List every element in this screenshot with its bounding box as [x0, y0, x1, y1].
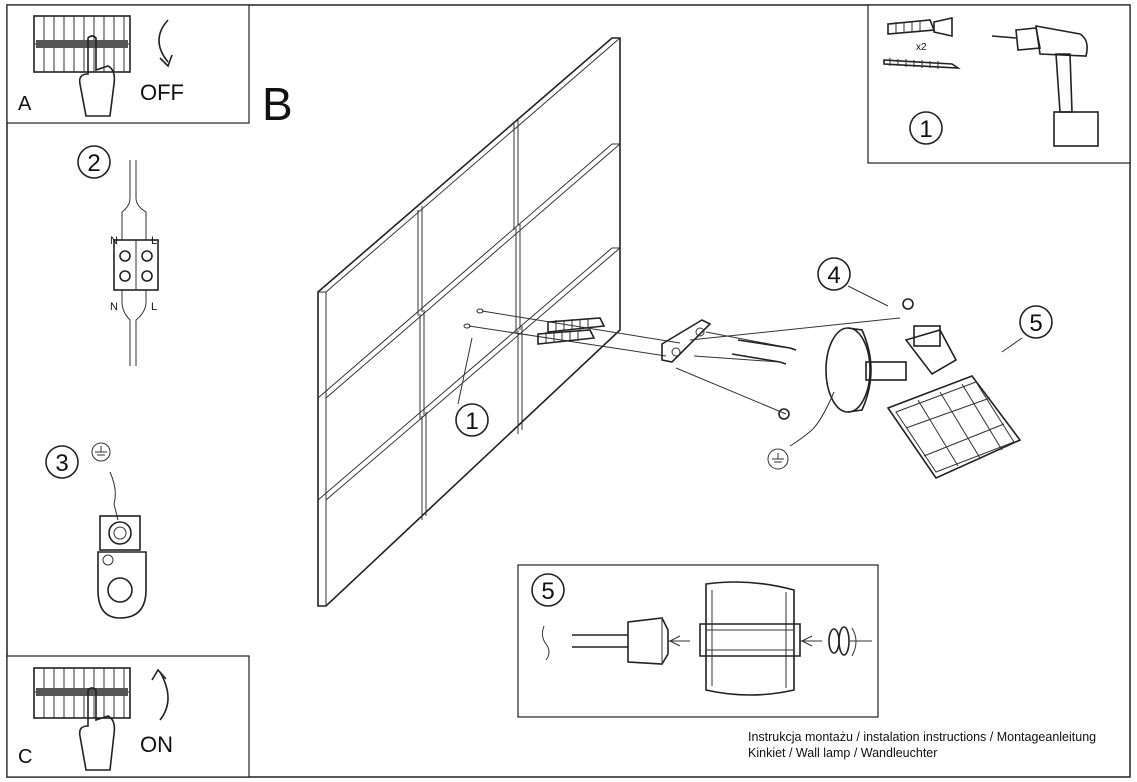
panel-c-letter: C: [18, 746, 32, 768]
panel-a-frame: [6, 4, 250, 124]
bulb-socket: [627, 617, 669, 665]
shade-inset: 5: [517, 564, 879, 718]
panel-c-switch-on: ON C: [6, 655, 250, 778]
screw-icon: [883, 58, 961, 69]
footer: Instrukcja montażu / instalation instruc…: [748, 729, 1096, 761]
step-5-lamp-badge: [1019, 305, 1053, 339]
step-5-shade-number: 5: [541, 578, 554, 605]
step-1-wall-badge: [455, 403, 489, 437]
breaker-box-icon: [33, 15, 131, 73]
bracket-screw-icon: [778, 408, 790, 420]
step-2-number: 2: [87, 150, 100, 177]
shade-inset-frame: [517, 564, 879, 718]
wiring-connector-diagram: 2 N L N L: [77, 145, 159, 366]
wood-screws: [731, 339, 797, 365]
wall-plug-bottom: [537, 329, 596, 345]
arrow-left-icon: [668, 635, 681, 647]
tools-inset-frame: [867, 4, 1131, 164]
step-5-lamp-number: 5: [1029, 310, 1042, 337]
terminal-n-top: N: [110, 235, 118, 247]
cage-shade-front: [699, 581, 801, 696]
ground-plate: [97, 551, 147, 619]
arrow-down-icon: [158, 19, 169, 63]
lamp-wires: [121, 290, 147, 366]
ground-symbol-icon: [767, 448, 789, 470]
step-5-shade-badge: [531, 573, 565, 607]
panel-c-frame: [6, 655, 250, 778]
terminal-l-top: L: [151, 235, 157, 247]
footer-instructions: Instrukcja montażu / instalation instruc…: [748, 730, 1097, 744]
panel-c-action: ON: [140, 732, 173, 757]
panel-a-action: OFF: [140, 80, 184, 105]
ground-connection-diagram: 3: [45, 442, 147, 619]
step-3-badge: [45, 445, 79, 479]
drill-icon: [991, 25, 1099, 147]
panel-b-letter: B: [262, 78, 293, 130]
step-2-badge: [77, 145, 111, 179]
hand-icon: [78, 687, 116, 771]
panel-a-letter: A: [18, 93, 32, 115]
step-1-tools-number: 1: [919, 116, 932, 143]
lamp-socket: [904, 329, 958, 376]
tools-multiplier: x2: [916, 42, 927, 53]
lamp-head: 5: [886, 305, 1053, 480]
lamp-canopy: [767, 327, 907, 470]
step-1-wall-number: 1: [465, 408, 478, 435]
terminal-n-bottom: N: [110, 301, 118, 313]
bracket-nut-icon: [902, 298, 914, 310]
wall-tiles: [317, 37, 621, 607]
footer-product: Kinkiet / Wall lamp / Wandleuchter: [748, 746, 938, 760]
ground-symbol-icon: [91, 442, 111, 462]
wall-plug-top: [547, 317, 606, 333]
outer-frame: [6, 4, 1131, 778]
mounting-bracket: [661, 317, 901, 415]
terminal-l-bottom: L: [151, 301, 157, 313]
step-1-tools-badge: [909, 111, 943, 145]
wall-plugs-and-screws: 1: [455, 308, 797, 437]
cage-shade: [886, 375, 1022, 480]
step-3-number: 3: [55, 450, 68, 477]
supply-wires: [121, 160, 147, 240]
arrow-up-icon: [159, 671, 169, 721]
step-4-badge: [817, 257, 851, 291]
wall-plug-icon: [887, 17, 953, 37]
hand-icon: [78, 35, 116, 117]
tools-inset: x2 1: [867, 4, 1131, 164]
breaker-box-icon: [33, 667, 131, 719]
ground-screw-terminal: [99, 515, 141, 551]
panel-a-switch-off: OFF A: [6, 4, 250, 124]
step-4-number: 4: [827, 262, 840, 289]
